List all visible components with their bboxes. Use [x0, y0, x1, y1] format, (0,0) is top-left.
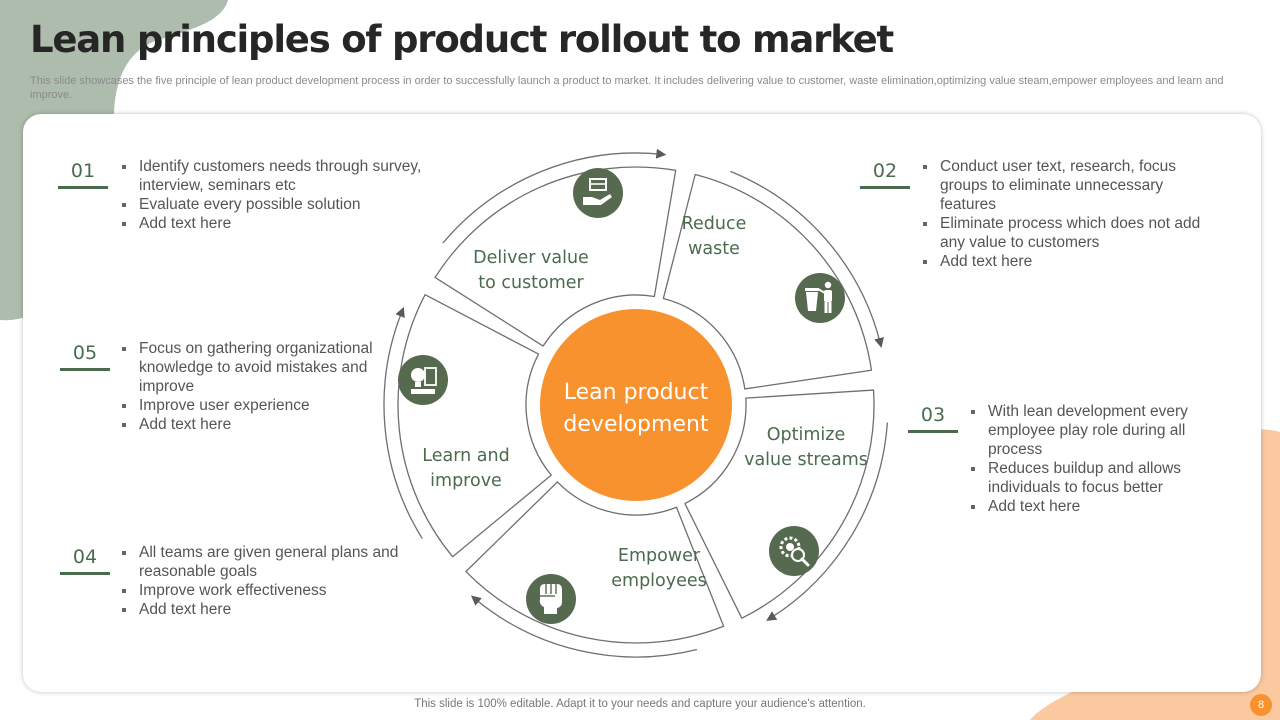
point-list-01: Identify customers needs through survey,…	[120, 157, 438, 233]
fist-icon	[526, 574, 576, 624]
segment-label: Optimize	[767, 425, 845, 445]
list-item: Evaluate every possible solution	[120, 195, 438, 214]
footer-note: This slide is 100% editable. Adapt it to…	[414, 698, 866, 710]
list-item: Add text here	[120, 415, 390, 434]
point-list-02: Conduct user text, research, focus group…	[921, 157, 1221, 271]
segment-label: to customer	[478, 273, 584, 293]
segment-label: waste	[688, 239, 740, 259]
center-circle	[540, 309, 732, 501]
segment-label: Deliver value	[473, 248, 589, 268]
point-list-04: All teams are given general plans and re…	[120, 543, 420, 619]
cycle-arrow	[442, 148, 667, 244]
segment-label: Learn and	[422, 446, 509, 466]
point-number-03: 03	[908, 404, 958, 433]
segment-label: employees	[611, 571, 707, 591]
list-item: Add text here	[969, 497, 1207, 516]
page-number-badge: 8	[1250, 694, 1272, 716]
trash-person-icon	[795, 273, 845, 323]
cycle-arrow	[730, 170, 884, 348]
list-item: Improve work effectiveness	[120, 581, 420, 600]
list-item: All teams are given general plans and re…	[120, 543, 420, 581]
point-list-05: Focus on gathering organizational knowle…	[120, 339, 390, 434]
page-subtitle: This slide showcases the five principle …	[30, 75, 1224, 101]
segment-label: improve	[430, 471, 502, 491]
list-item: Focus on gathering organizational knowle…	[120, 339, 390, 396]
list-item: Eliminate process which does not add any…	[921, 214, 1221, 252]
list-item: Conduct user text, research, focus group…	[921, 157, 1221, 214]
cycle-segment	[684, 389, 875, 619]
segment-label: Empower	[618, 546, 701, 566]
list-item: Add text here	[921, 252, 1221, 271]
list-item: Add text here	[120, 214, 438, 233]
point-number-04: 04	[60, 546, 110, 575]
cycle-arrow	[470, 595, 698, 658]
hand-box-icon	[573, 168, 623, 218]
list-item: Improve user experience	[120, 396, 390, 415]
segment-label: Reduce	[682, 214, 747, 234]
cycle-arrow	[766, 422, 889, 621]
center-label-line-1: Lean product	[564, 380, 709, 405]
point-list-03: With lean development every employee pla…	[969, 402, 1207, 516]
center-label-line-2: development	[563, 412, 709, 437]
segment-label: value streams	[744, 450, 868, 470]
page-title: Lean principles of product rollout to ma…	[30, 18, 894, 61]
point-number-05: 05	[60, 342, 110, 371]
list-item: Reduces buildup and allows individuals t…	[969, 459, 1207, 497]
cycle-arrow	[383, 306, 423, 539]
point-number-01: 01	[58, 160, 108, 189]
point-number-02: 02	[860, 160, 910, 189]
gear-magnifier-icon	[769, 526, 819, 576]
cycle-segment	[434, 166, 677, 347]
cycle-segment	[662, 173, 873, 390]
lightbulb-book-icon	[398, 355, 448, 405]
list-item: Add text here	[120, 600, 420, 619]
list-item: With lean development every employee pla…	[969, 402, 1207, 459]
list-item: Identify customers needs through survey,…	[120, 157, 438, 195]
